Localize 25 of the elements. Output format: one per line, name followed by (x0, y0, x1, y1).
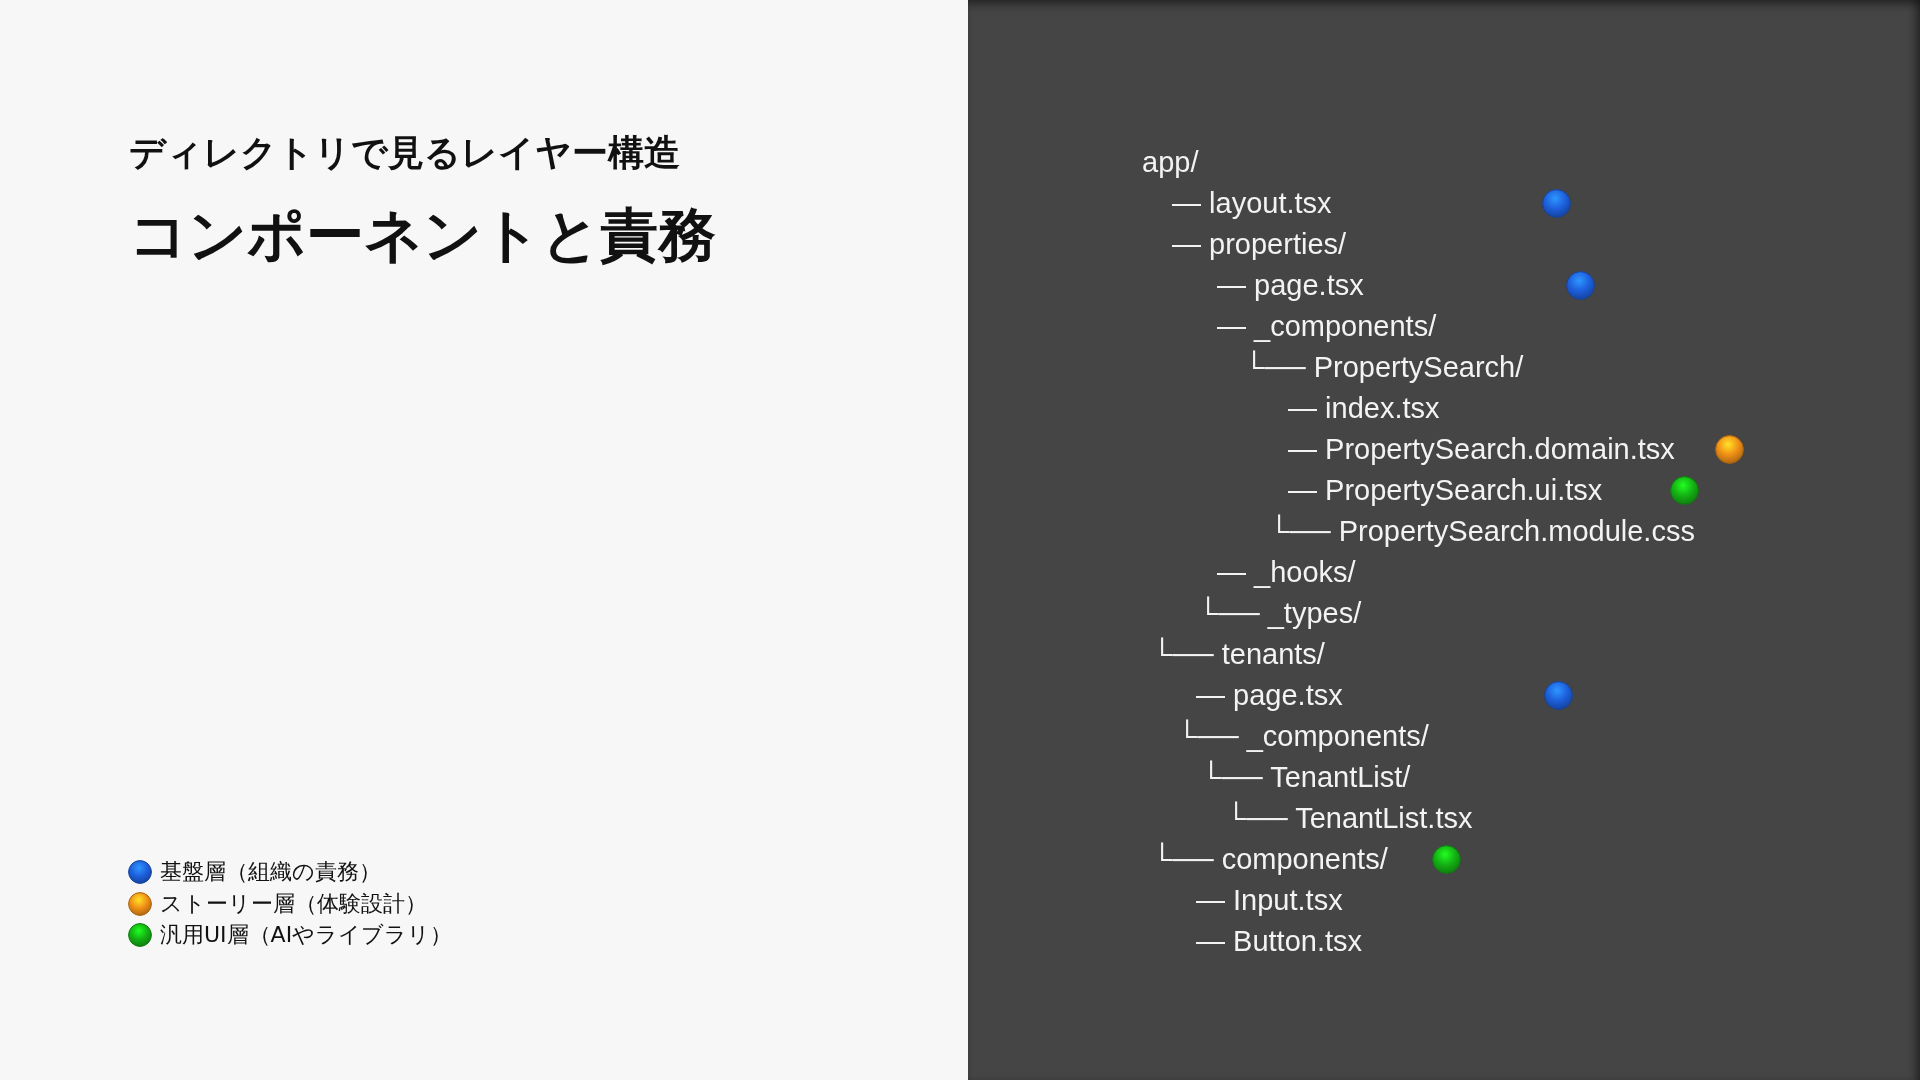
directory-entry: └── PropertySearch/ (1244, 349, 1524, 385)
directory-entry: app/ (1142, 145, 1199, 180)
directory-entry: └── _types/ (1198, 595, 1362, 631)
directory-entry: — PropertySearch.domain.tsx (1288, 432, 1675, 467)
directory-entry: — page.tsx (1217, 268, 1364, 303)
directory-entry: — index.tsx (1288, 391, 1440, 426)
legend-label: 基盤層（組織の責務） (160, 858, 381, 886)
directory-entry: — _hooks/ (1217, 555, 1356, 590)
directory-entry: └── tenants/ (1152, 636, 1325, 672)
directory-entry: └── components/ (1152, 841, 1388, 877)
directory-entry: └── TenantList.tsx (1226, 800, 1473, 836)
directory-entry: — layout.tsx (1172, 186, 1332, 221)
directory-entry: — PropertySearch.ui.tsx (1288, 473, 1603, 508)
directory-entry: — _components/ (1217, 309, 1437, 344)
directory-entry: — page.tsx (1196, 678, 1343, 713)
directory-entry: └── PropertySearch.module.css (1269, 513, 1695, 549)
directory-entry: — Button.tsx (1196, 924, 1362, 959)
directory-entry: └── TenantList/ (1201, 759, 1411, 795)
legend-label: ストーリー層（体験設計） (160, 890, 427, 918)
directory-entry: — Input.tsx (1196, 883, 1343, 918)
title: コンポーネントと責務 (129, 200, 716, 270)
legend-label: 汎用UI層（AIやライブラリ） (160, 921, 453, 949)
directory-entry: — properties/ (1172, 227, 1347, 262)
directory-entry: └── _components/ (1177, 718, 1429, 754)
subtitle: ディレクトリで見るレイヤー構造 (129, 131, 680, 174)
